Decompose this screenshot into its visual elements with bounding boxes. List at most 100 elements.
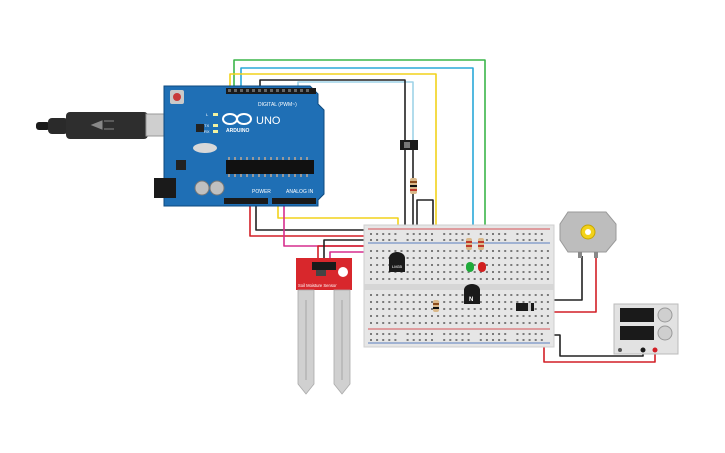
power-header[interactable] — [224, 198, 268, 204]
breadboard-hole[interactable] — [522, 271, 525, 273]
breadboard-hole[interactable] — [412, 250, 415, 252]
breadboard-hole[interactable] — [382, 294, 385, 296]
breadboard-hole[interactable] — [400, 294, 403, 296]
wire-red-motor[interactable] — [540, 256, 597, 313]
breadboard-hole[interactable] — [388, 308, 391, 310]
breadboard-hole[interactable] — [467, 333, 470, 335]
breadboard-hole[interactable] — [412, 301, 415, 303]
breadboard-hole[interactable] — [504, 333, 507, 335]
breadboard-hole[interactable] — [498, 239, 501, 241]
breadboard-hole[interactable] — [418, 301, 421, 303]
breadboard-hole[interactable] — [424, 315, 427, 317]
breadboard-hole[interactable] — [382, 257, 385, 259]
breadboard-hole[interactable] — [479, 294, 482, 296]
current-knob[interactable] — [657, 325, 673, 341]
breadboard-hole[interactable] — [467, 322, 470, 324]
breadboard-hole[interactable] — [455, 301, 458, 303]
breadboard-hole[interactable] — [504, 278, 507, 280]
dc-motor-icon[interactable] — [559, 211, 617, 258]
breadboard-hole[interactable] — [540, 339, 543, 341]
breadboard-hole[interactable] — [437, 278, 440, 280]
breadboard-hole[interactable] — [504, 315, 507, 317]
breadboard-hole[interactable] — [412, 308, 415, 310]
breadboard-hole[interactable] — [449, 308, 452, 310]
breadboard-hole[interactable] — [406, 264, 409, 266]
breadboard-hole[interactable] — [534, 278, 537, 280]
breadboard-hole[interactable] — [382, 339, 385, 341]
breadboard-hole[interactable] — [443, 271, 446, 273]
breadboard-hole[interactable] — [540, 301, 543, 303]
breadboard-hole[interactable] — [382, 308, 385, 310]
breadboard-hole[interactable] — [406, 315, 409, 317]
breadboard-hole[interactable] — [479, 250, 482, 252]
breadboard-hole[interactable] — [431, 294, 433, 296]
breadboard-hole[interactable] — [498, 339, 501, 341]
wire-black-supply[interactable] — [552, 334, 644, 357]
breadboard-hole[interactable] — [540, 294, 543, 296]
breadboard-hole[interactable] — [479, 257, 482, 259]
breadboard-hole[interactable] — [516, 239, 519, 241]
breadboard-hole[interactable] — [485, 301, 488, 303]
breadboard-hole[interactable] — [540, 239, 543, 241]
breadboard-hole[interactable] — [394, 322, 397, 324]
breadboard-hole[interactable] — [540, 322, 543, 324]
usb-cable-icon[interactable] — [36, 112, 177, 139]
breadboard-hole[interactable] — [394, 301, 397, 303]
breadboard-hole[interactable] — [443, 233, 446, 235]
breadboard-hole[interactable] — [443, 264, 446, 266]
breadboard-hole[interactable] — [528, 239, 531, 241]
breadboard-hole[interactable] — [400, 301, 403, 303]
breadboard-hole[interactable] — [455, 278, 458, 280]
breadboard-hole[interactable] — [504, 250, 507, 252]
breadboard-hole[interactable] — [498, 308, 501, 310]
breadboard-hole[interactable] — [534, 315, 537, 317]
breadboard-hole[interactable] — [406, 339, 409, 341]
breadboard-hole[interactable] — [492, 322, 494, 324]
breadboard-hole[interactable] — [492, 294, 494, 296]
breadboard-hole[interactable] — [418, 250, 421, 252]
breadboard-hole[interactable] — [406, 308, 409, 310]
breadboard-hole[interactable] — [504, 322, 507, 324]
breadboard-hole[interactable] — [546, 315, 549, 317]
breadboard-hole[interactable] — [376, 257, 379, 259]
breadboard-hole[interactable] — [528, 339, 531, 341]
breadboard-hole[interactable] — [443, 294, 446, 296]
breadboard-hole[interactable] — [394, 278, 397, 280]
breadboard-hole[interactable] — [546, 250, 549, 252]
breadboard-hole[interactable] — [534, 239, 537, 241]
breadboard-hole[interactable] — [510, 308, 513, 310]
breadboard-hole[interactable] — [394, 239, 397, 241]
breadboard-hole[interactable] — [528, 322, 531, 324]
breadboard-hole[interactable] — [418, 333, 421, 335]
breadboard-hole[interactable] — [492, 250, 494, 252]
breadboard-hole[interactable] — [485, 264, 488, 266]
breadboard-hole[interactable] — [449, 322, 452, 324]
breadboard-hole[interactable] — [492, 233, 494, 235]
breadboard-hole[interactable] — [467, 257, 470, 259]
breadboard-hole[interactable] — [455, 239, 458, 241]
breadboard[interactable] — [363, 224, 555, 348]
breadboard-hole[interactable] — [424, 339, 427, 341]
breadboard-hole[interactable] — [382, 333, 385, 335]
breadboard-hole[interactable] — [424, 271, 427, 273]
breadboard-hole[interactable] — [382, 264, 385, 266]
transistor[interactable]: N — [464, 284, 480, 304]
breadboard-hole[interactable] — [449, 257, 452, 259]
breadboard-hole[interactable] — [498, 333, 501, 335]
breadboard-hole[interactable] — [370, 233, 372, 235]
breadboard-hole[interactable] — [504, 294, 507, 296]
wire-magenta[interactable] — [283, 200, 372, 247]
breadboard-hole[interactable] — [455, 271, 458, 273]
breadboard-hole[interactable] — [449, 278, 452, 280]
wire-black-power[interactable] — [255, 200, 383, 231]
breadboard-hole[interactable] — [382, 271, 385, 273]
breadboard-hole[interactable] — [461, 239, 464, 241]
breadboard-hole[interactable] — [504, 308, 507, 310]
breadboard-hole[interactable] — [370, 294, 372, 296]
breadboard-hole[interactable] — [546, 322, 549, 324]
breadboard-hole[interactable] — [382, 301, 385, 303]
breadboard-hole[interactable] — [424, 278, 427, 280]
breadboard-hole[interactable] — [467, 250, 470, 252]
breadboard-hole[interactable] — [455, 333, 458, 335]
voltage-knob[interactable] — [657, 307, 673, 323]
